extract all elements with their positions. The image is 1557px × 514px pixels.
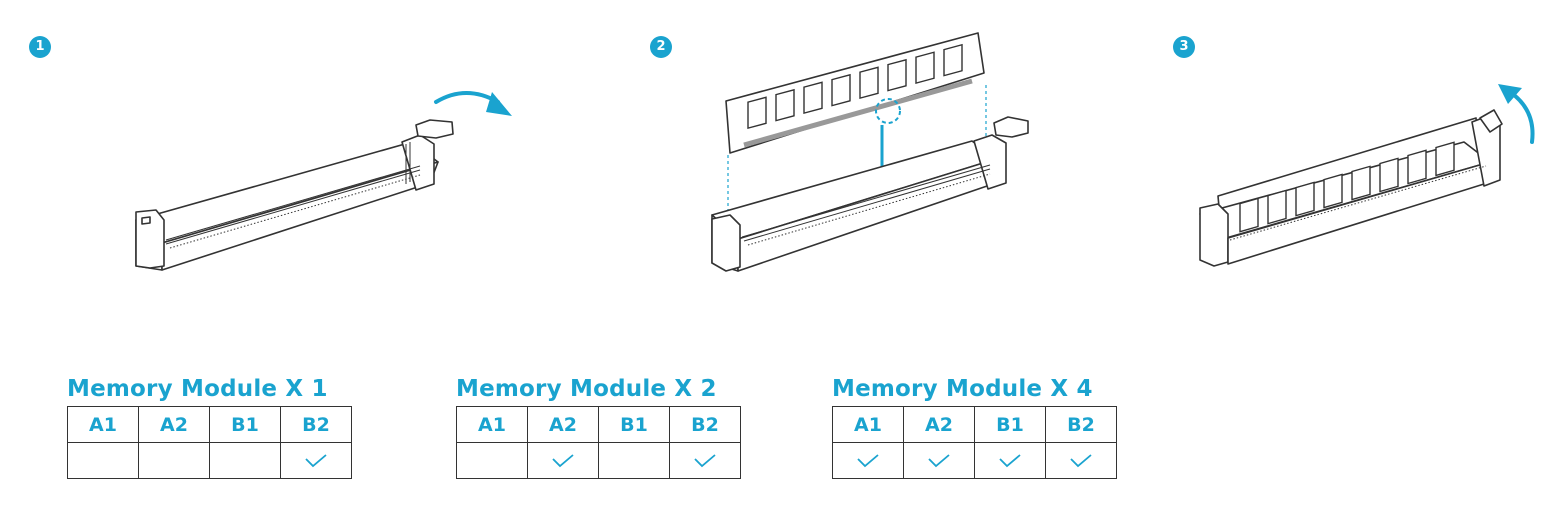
slot-status [974, 442, 1046, 479]
config-four-modules: Memory Module X 4 A1 A2 B1 B2 [832, 376, 1117, 479]
step-badge-3: 3 [1173, 36, 1195, 58]
slot-status-row [832, 442, 1117, 479]
slot-table: A1 A2 B1 B2 [456, 406, 741, 479]
slot-left-end [1199, 203, 1229, 267]
step1-illustration [135, 91, 512, 271]
slot-label: A2 [903, 406, 975, 443]
slot-status [527, 442, 599, 479]
slot-status [832, 442, 904, 479]
slot-label: A1 [456, 406, 528, 443]
slot-status [280, 442, 352, 479]
memory-chips [1239, 141, 1455, 233]
slot-table: A1 A2 B1 B2 [832, 406, 1117, 479]
slot-header-row: A1 A2 B1 B2 [456, 406, 741, 443]
step3-illustration [1199, 84, 1535, 267]
slot-status [903, 442, 975, 479]
slot-label: A1 [67, 406, 139, 443]
step-badge-2: 2 [650, 36, 672, 58]
checkmark-icon [857, 453, 879, 467]
slot-label: A1 [832, 406, 904, 443]
slot-status [1045, 442, 1117, 479]
slot-table: A1 A2 B1 B2 [67, 406, 352, 479]
checkmark-icon [999, 453, 1021, 467]
slot-label: A2 [138, 406, 210, 443]
slot-latch-open [415, 119, 454, 139]
memory-chips [747, 43, 963, 130]
slot-label: A2 [527, 406, 599, 443]
checkmark-icon [1070, 453, 1092, 467]
config-title: Memory Module X 2 [456, 376, 717, 402]
checkmark-icon [694, 453, 716, 467]
slot-status [456, 442, 528, 479]
config-two-modules: Memory Module X 2 A1 A2 B1 B2 [456, 376, 741, 479]
curved-arrow-icon [434, 91, 500, 104]
slot-header-row: A1 A2 B1 B2 [67, 406, 352, 443]
step2-illustration [711, 32, 1029, 272]
slot-label: B1 [598, 406, 670, 443]
slot-label: B2 [669, 406, 741, 443]
config-title: Memory Module X 1 [67, 376, 328, 402]
slot-status [209, 442, 281, 479]
checkmark-icon [928, 453, 950, 467]
slot-label: B1 [209, 406, 281, 443]
step-badge-1: 1 [29, 36, 51, 58]
slot-status-row [67, 442, 352, 479]
slot-label: B2 [1045, 406, 1117, 443]
config-title: Memory Module X 4 [832, 376, 1093, 402]
checkmark-icon [305, 453, 327, 467]
slot-status [669, 442, 741, 479]
slot-status [598, 442, 670, 479]
curved-arrow-icon [1508, 90, 1535, 144]
config-single-module: Memory Module X 1 A1 A2 B1 B2 [67, 376, 352, 479]
slot-status [138, 442, 210, 479]
slot-status [67, 442, 139, 479]
slot-label: B1 [974, 406, 1046, 443]
slot-header-row: A1 A2 B1 B2 [832, 406, 1117, 443]
slot-status-row [456, 442, 741, 479]
slot-label: B2 [280, 406, 352, 443]
slot-latch-closed [1479, 109, 1503, 133]
checkmark-icon [552, 453, 574, 467]
